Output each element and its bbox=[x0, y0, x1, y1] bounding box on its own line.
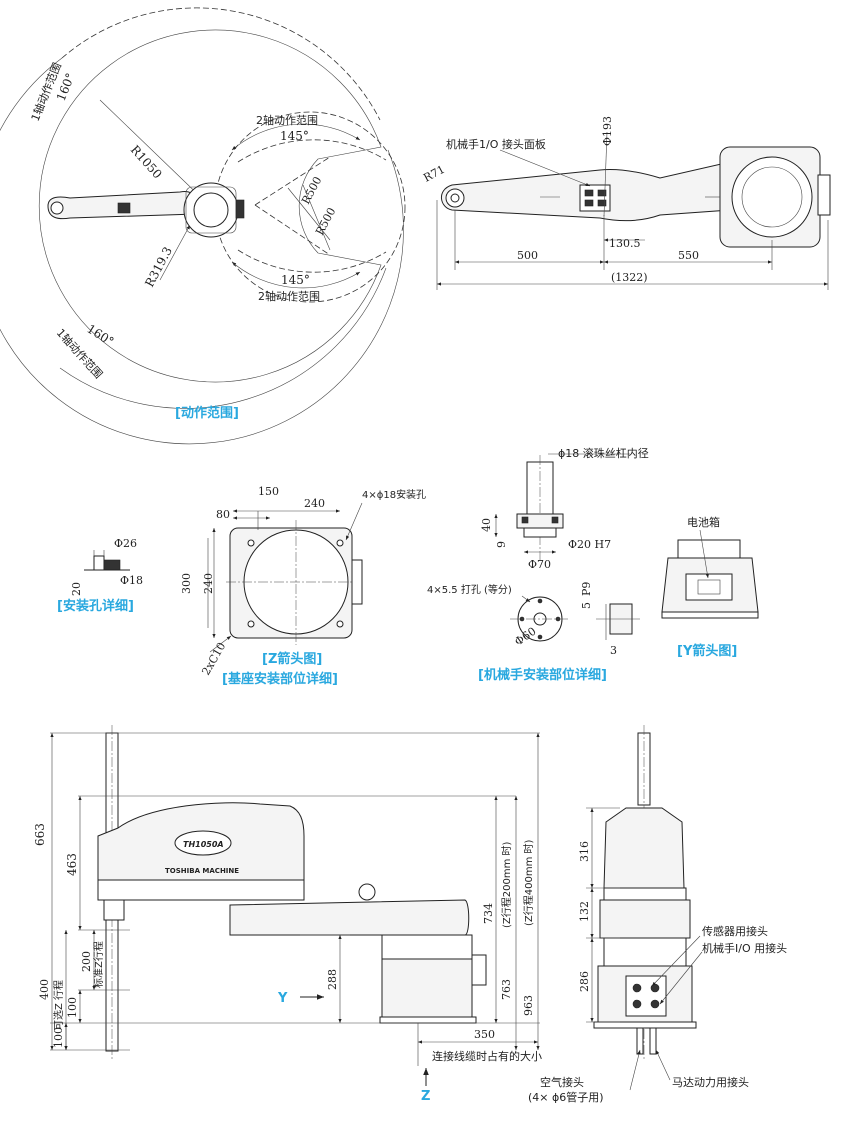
motion-range-caption: [动作范围] bbox=[175, 405, 239, 421]
hand-d40: 40 bbox=[480, 518, 493, 532]
base-d80: 80 bbox=[216, 508, 230, 521]
hand-detail-view: ϕ18 滚珠丝杠内径 40 9 Φ20 H7 Φ70 4×5.5 打孔 (等分)… bbox=[427, 446, 649, 683]
arm-front bbox=[603, 807, 685, 889]
motor-connector-label: 马达动力用接头 bbox=[672, 1076, 749, 1089]
hand-p9: P9 bbox=[580, 582, 593, 596]
io-panel-label: 机械手1/O 接头面板 bbox=[446, 137, 546, 151]
hole-detail-view: Φ26 Φ18 20 [安装孔详细] bbox=[57, 537, 143, 614]
air-connector-sub: (4× ϕ6管子用) bbox=[528, 1090, 604, 1104]
screw-label: ϕ18 滚珠丝杠内径 bbox=[558, 446, 649, 460]
hand-d5: 5 bbox=[580, 602, 593, 609]
r500-a: R500 bbox=[299, 174, 324, 206]
hand-holes-label: 4×5.5 打孔 (等分) bbox=[427, 583, 512, 596]
stroke200-label: (Z行程200mm 时) bbox=[500, 842, 513, 928]
arm-dimension-view: 机械手1/O 接头面板 Φ193 R71 130.5 500 550 (1322… bbox=[421, 116, 831, 290]
axis1-angle-bottom: 160° bbox=[84, 322, 116, 349]
d130-label: 130.5 bbox=[609, 237, 641, 250]
axis2-label-bottom: 2轴动作范围 bbox=[258, 289, 320, 303]
base-holes-label: 4×ϕ18安装孔 bbox=[362, 488, 426, 501]
front-d132: 132 bbox=[578, 901, 591, 922]
phi193-label: Φ193 bbox=[601, 116, 614, 146]
r500-b: R500 bbox=[313, 205, 338, 237]
hand-phi20: Φ20 H7 bbox=[568, 538, 611, 551]
side-view: TH1050A TOSHIBA MACHINE 663 463 200 标准Z行… bbox=[33, 725, 542, 1104]
hand-phi70: Φ70 bbox=[528, 558, 551, 571]
base-d150: 150 bbox=[258, 485, 279, 498]
r71-label: R71 bbox=[421, 163, 447, 185]
z-arrow-label: Z bbox=[421, 1089, 430, 1104]
y-arrow-caption: [Y箭头图] bbox=[677, 643, 737, 659]
axis2-angle-bottom: 145° bbox=[281, 273, 310, 287]
d500-label: 500 bbox=[517, 249, 538, 262]
front-d286: 286 bbox=[578, 971, 591, 992]
side-d288: 288 bbox=[326, 969, 339, 990]
side-d763: 763 bbox=[500, 979, 513, 1000]
air-connector-label: 空气接头 bbox=[540, 1075, 584, 1089]
battery-label: 电池箱 bbox=[687, 515, 720, 529]
side-d663: 663 bbox=[33, 823, 47, 846]
brand-badge: TH1050A bbox=[183, 840, 224, 849]
side-d963: 963 bbox=[522, 995, 535, 1016]
side-d200: 200 bbox=[80, 951, 93, 972]
arm1-side bbox=[229, 899, 470, 936]
hand-d3: 3 bbox=[610, 644, 617, 657]
r319-label: R319.3 bbox=[142, 245, 175, 290]
side-d100-b: 100 bbox=[52, 1027, 65, 1048]
brand-text: TOSHIBA MACHINE bbox=[165, 867, 239, 875]
hole-detail-caption: [安装孔详细] bbox=[57, 598, 134, 614]
side-d400: 400 bbox=[38, 979, 51, 1000]
hole-d20: 20 bbox=[70, 582, 83, 596]
side-d734: 734 bbox=[482, 903, 495, 924]
z-arrow-caption: [Z箭头图] bbox=[262, 651, 322, 667]
io-connector-label: 机械手I/O 用接头 bbox=[702, 941, 787, 955]
base-detail-caption: [基座安装部位详细] bbox=[222, 671, 338, 687]
cable-note: 连接线缆时占有的大小 bbox=[432, 1049, 542, 1063]
opt-stroke-label: 可选Z 行程 bbox=[52, 980, 65, 1030]
hand-detail-caption: [机械手安装部位详细] bbox=[478, 667, 607, 683]
base-view: 150 240 80 4×ϕ18安装孔 300 240 2xC10 [Z箭头图]… bbox=[180, 485, 426, 687]
base-side bbox=[381, 958, 473, 1018]
range-area bbox=[38, 29, 382, 383]
front-d316: 316 bbox=[578, 841, 591, 862]
side-d350: 350 bbox=[474, 1028, 495, 1041]
sensor-connector-label: 传感器用接头 bbox=[702, 925, 768, 938]
hole-phi18: Φ18 bbox=[120, 574, 143, 587]
hole-phi26: Φ26 bbox=[114, 537, 137, 550]
side-d100-a: 100 bbox=[66, 997, 79, 1018]
base-d300: 300 bbox=[180, 573, 193, 594]
hand-d9: 9 bbox=[495, 541, 508, 548]
r1050-label: R1050 bbox=[128, 143, 165, 182]
y-arrow-label: Y bbox=[277, 991, 288, 1006]
y-arrow-view: 电池箱 [Y箭头图] bbox=[661, 515, 759, 659]
base-d240-side: 240 bbox=[202, 573, 215, 594]
axis2-label-top: 2轴动作范围 bbox=[256, 113, 318, 127]
axis2-angle-top: 145° bbox=[280, 129, 309, 143]
base-d240-top: 240 bbox=[304, 497, 325, 510]
stroke400-label: (Z行程400mm 时) bbox=[522, 840, 535, 926]
std-stroke-label: 标准Z行程 bbox=[92, 941, 105, 988]
d550-label: 550 bbox=[678, 249, 699, 262]
front-view: 316 132 286 传感器用接头 机械手I/O 用接头 空气接头 (4× ϕ… bbox=[528, 725, 787, 1104]
d1322-label: (1322) bbox=[611, 271, 648, 284]
side-d463: 463 bbox=[65, 853, 79, 876]
motion-range-view: R1050 R319.3 R500 R500 2轴动作范围 145° 145° … bbox=[0, 7, 406, 445]
